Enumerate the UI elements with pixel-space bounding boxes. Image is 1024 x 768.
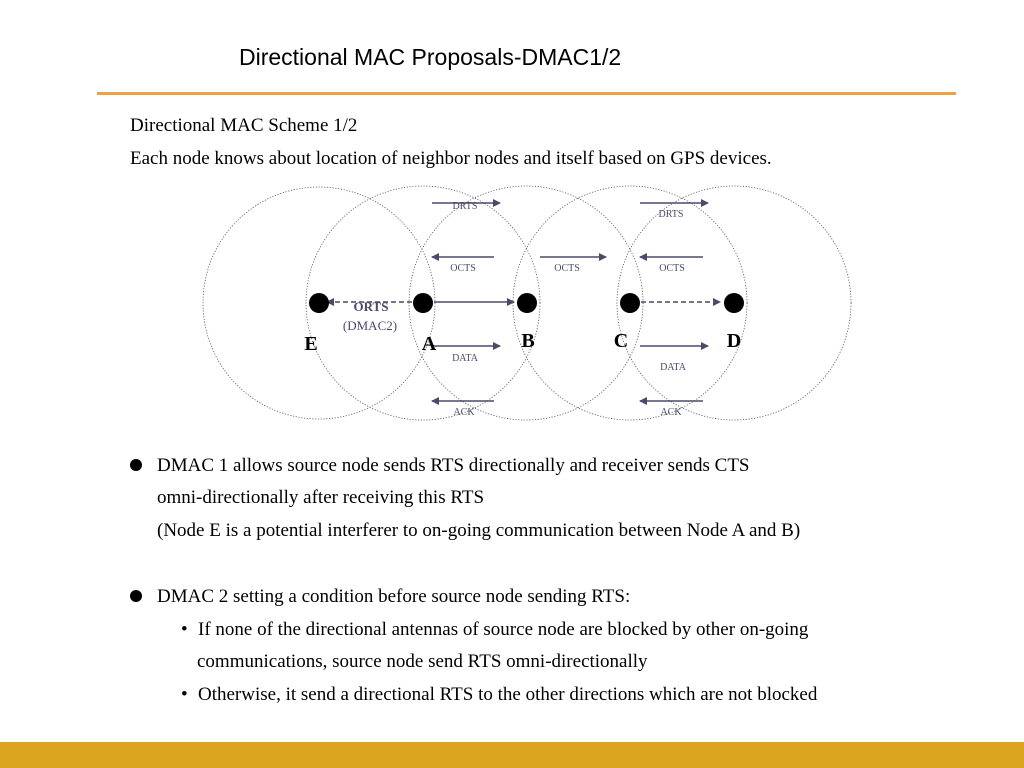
label-drts-cd: DRTS: [659, 209, 684, 220]
node-e: [309, 293, 329, 313]
slide-title: Directional MAC Proposals-DMAC1/2: [239, 44, 622, 70]
range-circle-a: [305, 185, 541, 421]
node-label-a: A: [422, 333, 437, 355]
label-drts-ab: DRTS: [453, 201, 478, 212]
bullet-1-line-3: (Node E is a potential interferer to on-…: [157, 520, 801, 541]
dmac-diagram: DRTS DRTS OCTS OCTS OCTS DATA DATA ACK A…: [202, 185, 852, 421]
sub-bullet-1-line-1: If none of the directional antennas of s…: [198, 619, 809, 640]
range-circle-d: [616, 185, 852, 421]
node-label-c: C: [614, 330, 628, 352]
node-d: [724, 293, 744, 313]
bullet-2-line-1: DMAC 2 setting a condition before source…: [157, 586, 631, 607]
bullet-1-line-2: omni-directionally after receiving this …: [157, 487, 485, 508]
label-octs-b: OCTS: [554, 263, 580, 274]
label-octs-a: OCTS: [450, 263, 476, 274]
footer-bar: [0, 742, 1024, 768]
sub-bullet-2: Otherwise, it send a directional RTS to …: [198, 684, 818, 705]
node-label-b: B: [521, 330, 534, 352]
bullet-1-line-1: DMAC 1 allows source node sends RTS dire…: [157, 455, 750, 476]
range-circle-b: [408, 185, 644, 421]
node-c: [620, 293, 640, 313]
intro-heading: Directional MAC Scheme 1/2: [130, 115, 358, 136]
label-data-cd: DATA: [660, 362, 687, 373]
bullet-marker-1: [130, 459, 142, 471]
label-octs-c: OCTS: [659, 263, 685, 274]
sub-bullet-marker-1: •: [181, 619, 188, 640]
sub-bullet-1-line-2: communications, source node send RTS omn…: [197, 651, 648, 672]
bullet-marker-2: [130, 590, 142, 602]
label-ack-cd: ACK: [660, 407, 682, 418]
node-label-d: D: [727, 330, 741, 352]
title-divider: [97, 92, 956, 95]
node-a: [413, 293, 433, 313]
node-b: [517, 293, 537, 313]
range-circle-e: [202, 186, 436, 420]
label-orts: ORTS: [354, 299, 389, 314]
node-label-e: E: [304, 333, 317, 355]
label-orts-note: (DMAC2): [343, 318, 397, 333]
sub-bullet-marker-2: •: [181, 684, 188, 705]
intro-description: Each node knows about location of neighb…: [130, 148, 772, 169]
label-data-ab: DATA: [452, 353, 479, 364]
label-ack-ab: ACK: [453, 407, 475, 418]
